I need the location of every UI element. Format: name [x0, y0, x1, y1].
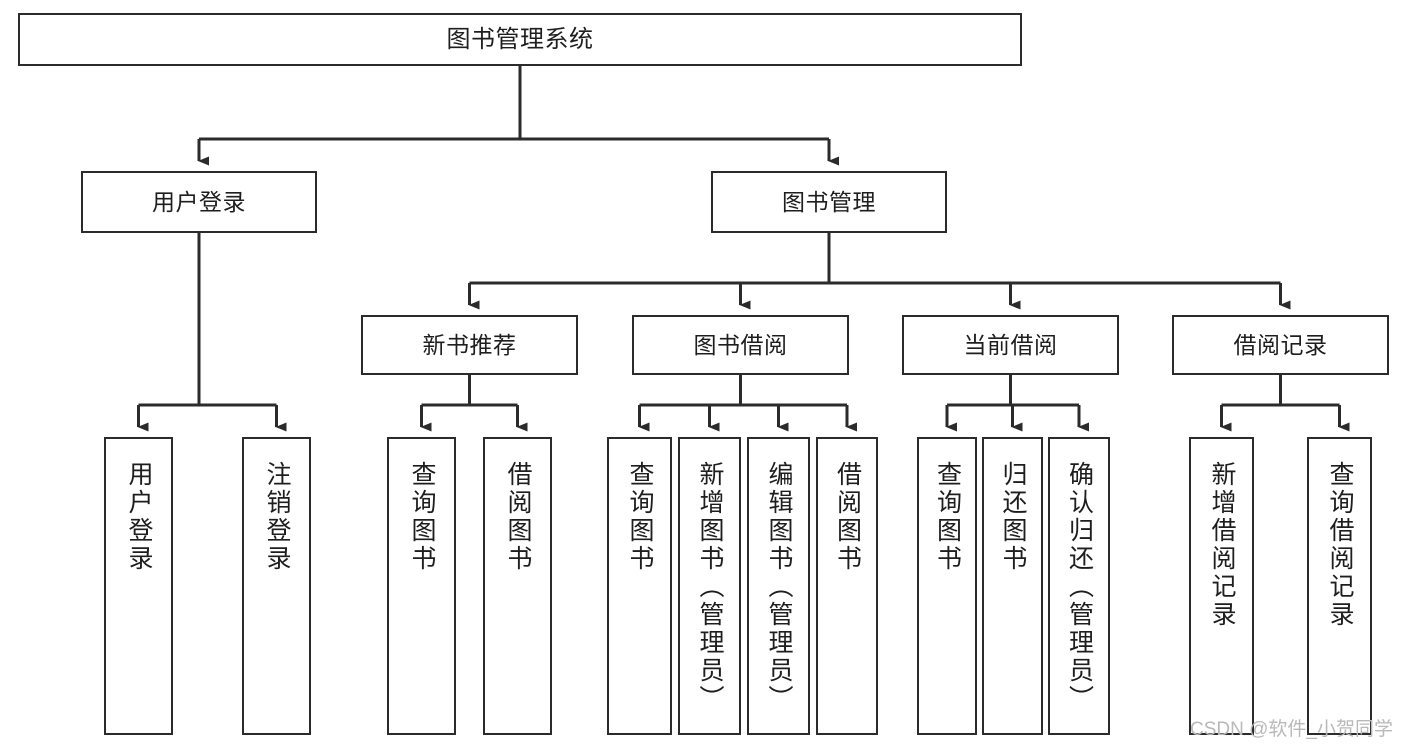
node-label: 确认归还（管理员） — [1065, 461, 1094, 713]
node-leaf-borrow-book-recommend[interactable]: 借阅图书 — [483, 437, 552, 735]
node-user-login[interactable]: 用户登录 — [81, 171, 317, 233]
node-label: 查询借阅记录 — [1326, 461, 1354, 629]
node-leaf-query-book-recommend[interactable]: 查询图书 — [387, 437, 456, 735]
node-label: 查询图书 — [933, 461, 962, 573]
node-label: 图书管理 — [782, 188, 876, 215]
node-label: 新增图书（管理员） — [696, 461, 724, 713]
node-borrowing-record[interactable]: 借阅记录 — [1172, 315, 1389, 375]
node-leaf-query-borrow-record[interactable]: 查询借阅记录 — [1307, 437, 1372, 735]
node-root-book-management-system[interactable]: 图书管理系统 — [18, 13, 1022, 66]
node-label: 查询图书 — [408, 461, 436, 573]
node-leaf-borrow-book[interactable]: 借阅图书 — [816, 437, 878, 735]
node-label: 用户登录 — [152, 188, 246, 215]
node-label: 新增借阅记录 — [1208, 461, 1236, 629]
node-leaf-confirm-return-admin[interactable]: 确认归还（管理员） — [1048, 437, 1110, 735]
watermark-csdn: CSDN @软件_小贺同学 — [1190, 719, 1393, 740]
node-leaf-add-borrow-record[interactable]: 新增借阅记录 — [1189, 437, 1254, 735]
node-leaf-query-book[interactable]: 查询图书 — [607, 437, 672, 735]
node-label: 注销登录 — [263, 461, 291, 573]
node-label: 图书借阅 — [693, 331, 788, 358]
node-label: 借阅记录 — [1233, 331, 1328, 358]
node-leaf-logout[interactable]: 注销登录 — [242, 437, 311, 735]
node-leaf-user-login[interactable]: 用户登录 — [104, 437, 173, 735]
node-current-borrowing[interactable]: 当前借阅 — [902, 315, 1119, 375]
node-label: 查询图书 — [626, 461, 654, 573]
node-leaf-query-book-current[interactable]: 查询图书 — [917, 437, 977, 735]
node-leaf-edit-book-admin[interactable]: 编辑图书（管理员） — [747, 437, 810, 735]
node-label: 编辑图书（管理员） — [765, 461, 793, 713]
node-leaf-add-book-admin[interactable]: 新增图书（管理员） — [678, 437, 741, 735]
node-label: 用户登录 — [125, 461, 153, 573]
node-book-borrowing[interactable]: 图书借阅 — [632, 315, 849, 375]
node-leaf-return-book[interactable]: 归还图书 — [982, 437, 1043, 735]
node-label: 新书推荐 — [422, 331, 517, 358]
node-label: 图书管理系统 — [446, 25, 594, 53]
node-label: 归还图书 — [999, 461, 1027, 573]
node-label: 借阅图书 — [504, 461, 532, 573]
node-book-management[interactable]: 图书管理 — [711, 171, 947, 233]
node-new-book-recommendation[interactable]: 新书推荐 — [361, 315, 578, 375]
node-label: 当前借阅 — [963, 331, 1058, 358]
node-label: 借阅图书 — [833, 461, 862, 573]
